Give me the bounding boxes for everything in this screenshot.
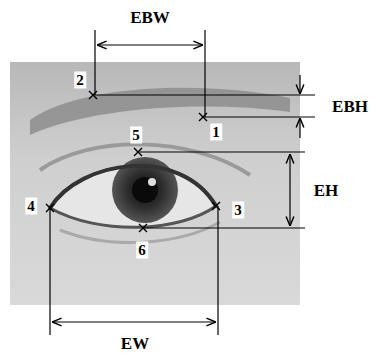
dimension-label: EBH <box>330 97 370 116</box>
dimension-label: EH <box>312 181 341 200</box>
dimension-lines <box>50 30 315 335</box>
callout-number: 1 <box>210 124 222 141</box>
callout-number: 6 <box>136 242 148 259</box>
dimension-label: EBW <box>128 8 172 27</box>
dimension-label: EW <box>119 334 151 353</box>
callout-number: 2 <box>74 72 86 89</box>
callout-number: 5 <box>130 127 142 144</box>
callout-number: 4 <box>25 198 37 215</box>
eye-photo <box>10 62 300 305</box>
landmark-crosses <box>46 91 220 232</box>
callout-number: 3 <box>232 202 244 219</box>
